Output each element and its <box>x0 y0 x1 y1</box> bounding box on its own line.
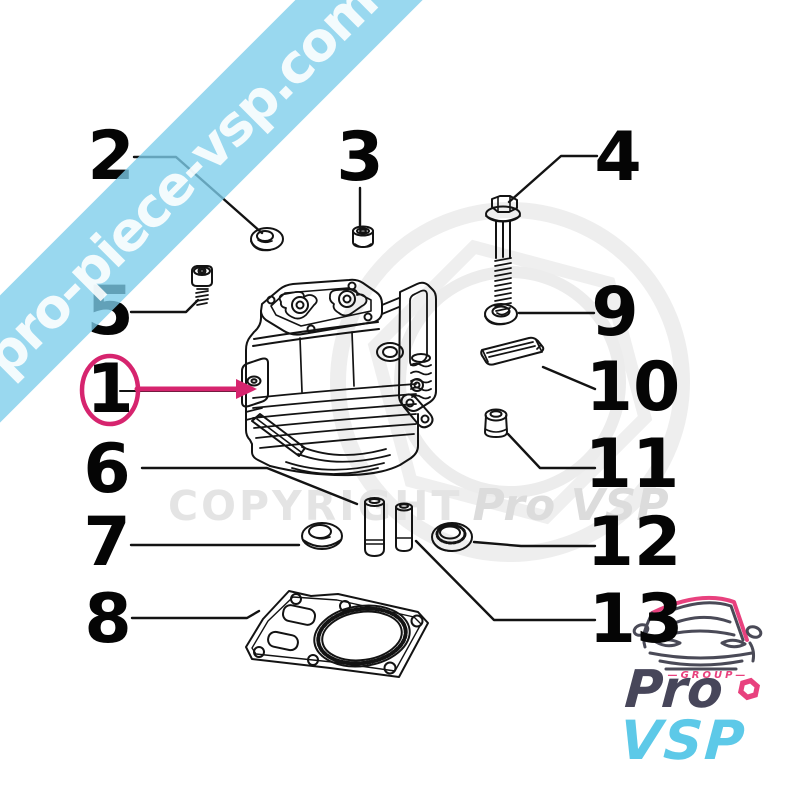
callout-1-marker <box>79 353 257 427</box>
callout-number-7: 7 <box>83 503 131 582</box>
callout-number-12: 12 <box>586 503 682 582</box>
callout-number-11: 11 <box>584 425 680 504</box>
logo-hex-nut-icon <box>737 677 761 701</box>
watermark-hexagon <box>367 239 653 525</box>
leader-13 <box>414 539 597 622</box>
part-washer-2 <box>250 227 284 252</box>
callout-number-6: 6 <box>83 430 131 509</box>
part-washer-12 <box>431 522 473 552</box>
leader-11 <box>506 432 597 470</box>
callout-number-1: 1 <box>86 350 134 429</box>
leader-5 <box>129 298 200 314</box>
leader-8 <box>130 609 261 620</box>
part-stem-seal-11 <box>484 408 508 438</box>
part-retainer-bar-10 <box>480 336 545 366</box>
callout-number-4: 4 <box>594 118 642 197</box>
leader-12 <box>472 540 597 548</box>
copyright-watermark-brand: Pro VSP <box>472 480 669 531</box>
part-washer-9 <box>484 303 518 326</box>
part-valve-guide-13 <box>395 502 413 552</box>
callout-1-arrowhead-icon <box>236 379 257 399</box>
logo-vsp-text: VSP <box>617 709 749 772</box>
part-seal-washer-7 <box>301 522 343 550</box>
callout-number-3: 3 <box>336 118 384 197</box>
callout-number-9: 9 <box>591 273 639 352</box>
callout-number-13: 13 <box>588 580 684 659</box>
part-flange-bolt-4 <box>485 195 521 316</box>
callout-number-8: 8 <box>84 580 132 659</box>
part-valve-guide-6 <box>364 497 385 557</box>
part-cylinder-head <box>241 278 437 477</box>
logo-group-label: —GROUP— <box>667 670 749 681</box>
part-head-gasket-8 <box>245 590 429 678</box>
part-cap-nut-3 <box>352 225 374 248</box>
leader-10 <box>541 365 597 391</box>
leader-4 <box>507 154 599 204</box>
leader-6 <box>140 466 359 506</box>
part-socket-screw-5 <box>191 265 213 306</box>
provsp-car-logo-icon <box>632 595 763 671</box>
callout-number-10: 10 <box>585 348 681 427</box>
